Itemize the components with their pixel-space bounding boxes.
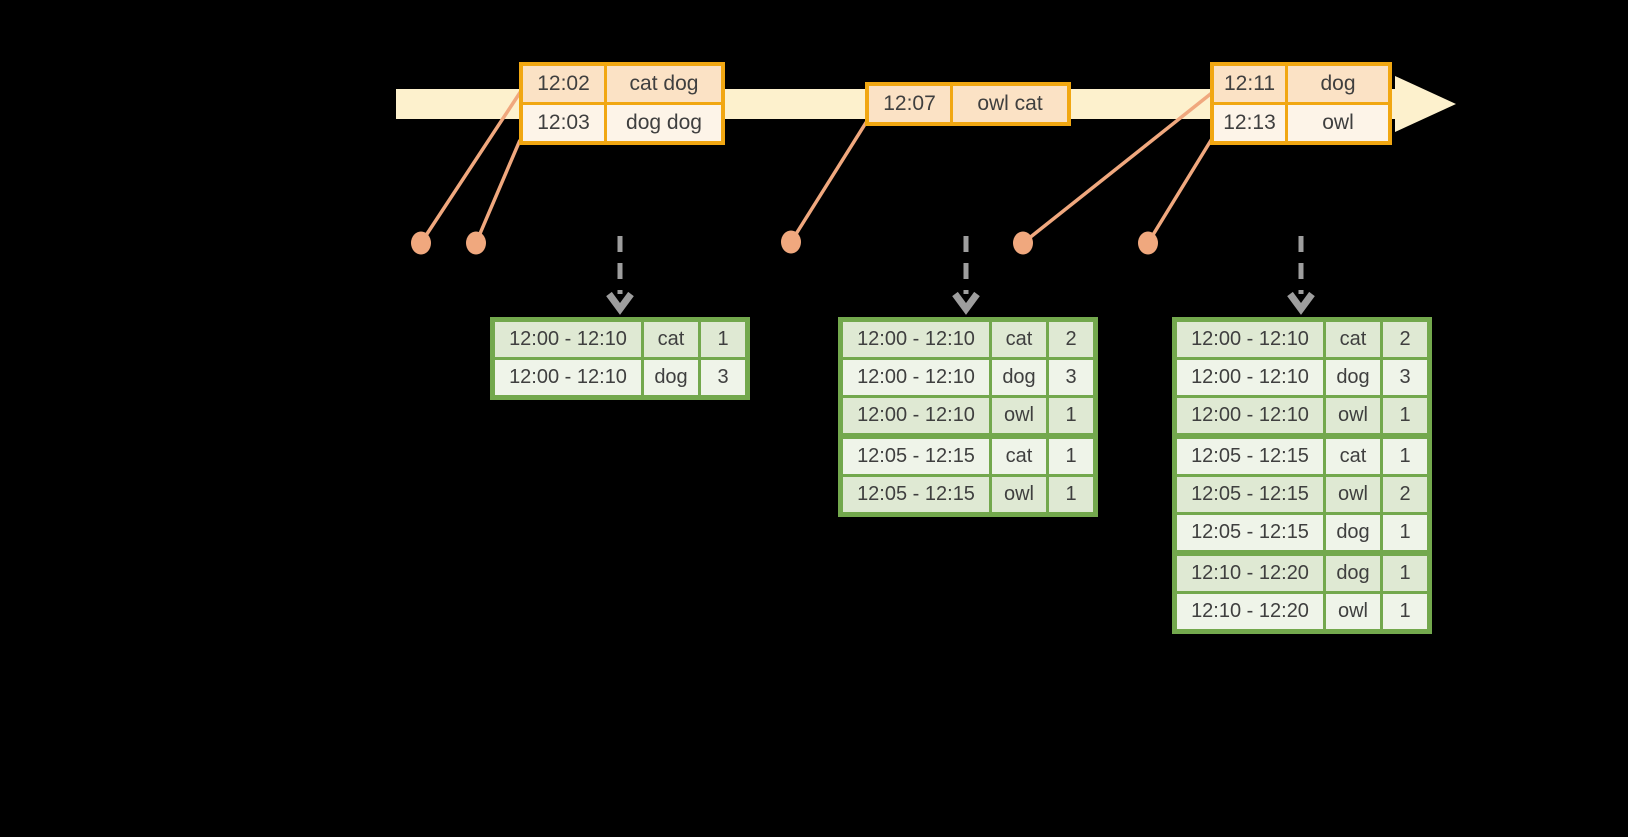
trigger-arrow-icon (606, 291, 634, 315)
result-cell-word: cat (992, 439, 1046, 474)
result-cell-word: cat (1326, 322, 1380, 357)
result-cell-count: 2 (1383, 322, 1427, 357)
result-cell-count: 1 (1383, 594, 1427, 629)
event-dot (781, 230, 801, 254)
result-cell-word: cat (1326, 439, 1380, 474)
result-cell-count: 3 (1383, 360, 1427, 395)
result-cell-count: 1 (1383, 398, 1427, 433)
result-cell-count: 1 (1049, 439, 1093, 474)
event-cell-words: owl (1288, 105, 1388, 141)
result-cell-count: 1 (1049, 477, 1093, 512)
result-cell-window: 12:00 - 12:10 (1177, 322, 1323, 357)
result-cell-word: cat (992, 322, 1046, 357)
result-cell-window: 12:00 - 12:10 (495, 322, 641, 357)
connector-line (474, 139, 522, 244)
result-cell-word: owl (1326, 477, 1380, 512)
result-cell-window: 12:00 - 12:10 (843, 398, 989, 433)
result-cell-window: 12:00 - 12:10 (1177, 360, 1323, 395)
result-cell-word: dog (1326, 360, 1380, 395)
result-cell-window: 12:05 - 12:15 (1177, 439, 1323, 474)
result-cell-window: 12:10 - 12:20 (1177, 556, 1323, 591)
result-cell-window: 12:05 - 12:15 (1177, 477, 1323, 512)
trigger-arrow-icon (1287, 291, 1315, 315)
event-cell-time: 12:02 (523, 66, 604, 102)
result-cell-count: 2 (1383, 477, 1427, 512)
event-dots (411, 230, 1158, 255)
event-cell-time: 12:11 (1214, 66, 1285, 102)
trigger-arrow-icon (952, 291, 980, 315)
result-cell-window: 12:10 - 12:20 (1177, 594, 1323, 629)
connector-line (789, 120, 869, 243)
event-dot (466, 231, 486, 255)
event-cell-words: dog dog (607, 105, 721, 141)
result-cell-window: 12:00 - 12:10 (843, 322, 989, 357)
result-cell-word: owl (1326, 398, 1380, 433)
result-cell-count: 1 (701, 322, 745, 357)
result-cell-window: 12:05 - 12:15 (843, 477, 989, 512)
result-cell-word: dog (1326, 515, 1380, 550)
event-cell-words: cat dog (607, 66, 721, 102)
result-cell-window: 12:00 - 12:10 (1177, 398, 1323, 433)
event-cell-words: dog (1288, 66, 1388, 102)
event-cell-time: 12:03 (523, 105, 604, 141)
result-cell-count: 3 (1049, 360, 1093, 395)
connector-line (1146, 136, 1215, 244)
result-cell-word: dog (644, 360, 698, 395)
timeline-arrowhead-icon (1395, 76, 1456, 132)
result-cell-word: dog (992, 360, 1046, 395)
result-cell-count: 3 (701, 360, 745, 395)
result-cell-count: 1 (1383, 439, 1427, 474)
result-cell-word: owl (1326, 594, 1380, 629)
event-dot (1138, 231, 1158, 255)
trigger-arrows (606, 236, 1315, 315)
event-dot (1013, 231, 1033, 255)
result-cell-word: cat (644, 322, 698, 357)
result-cell-word: owl (992, 398, 1046, 433)
result-cell-window: 12:05 - 12:15 (843, 439, 989, 474)
result-cell-window: 12:00 - 12:10 (495, 360, 641, 395)
result-cell-count: 2 (1049, 322, 1093, 357)
result-cell-count: 1 (1383, 515, 1427, 550)
event-cell-time: 12:13 (1214, 105, 1285, 141)
result-cell-word: owl (992, 477, 1046, 512)
result-cell-window: 12:00 - 12:10 (843, 360, 989, 395)
event-cell-time: 12:07 (869, 86, 950, 122)
result-cell-count: 1 (1049, 398, 1093, 433)
result-cell-word: dog (1326, 556, 1380, 591)
result-cell-count: 1 (1383, 556, 1427, 591)
event-dot (411, 231, 431, 255)
result-cell-window: 12:05 - 12:15 (1177, 515, 1323, 550)
event-cell-words: owl cat (953, 86, 1067, 122)
